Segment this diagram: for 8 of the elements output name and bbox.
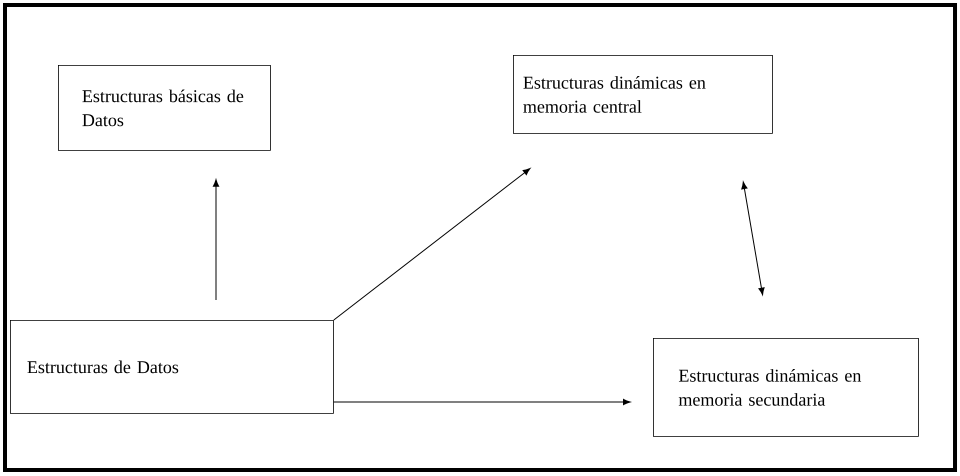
- arrow: [212, 179, 220, 300]
- arrow: [741, 182, 765, 296]
- box: Estructuras dinámicas en memoria secundaria: [653, 338, 919, 437]
- arrow: [333, 398, 631, 406]
- box: Estructuras de Datos: [10, 320, 334, 414]
- box: Estructuras dinámicas en memoria central: [513, 55, 773, 134]
- box: Estructuras básicas de Datos: [58, 65, 271, 151]
- arrow: [333, 168, 530, 320]
